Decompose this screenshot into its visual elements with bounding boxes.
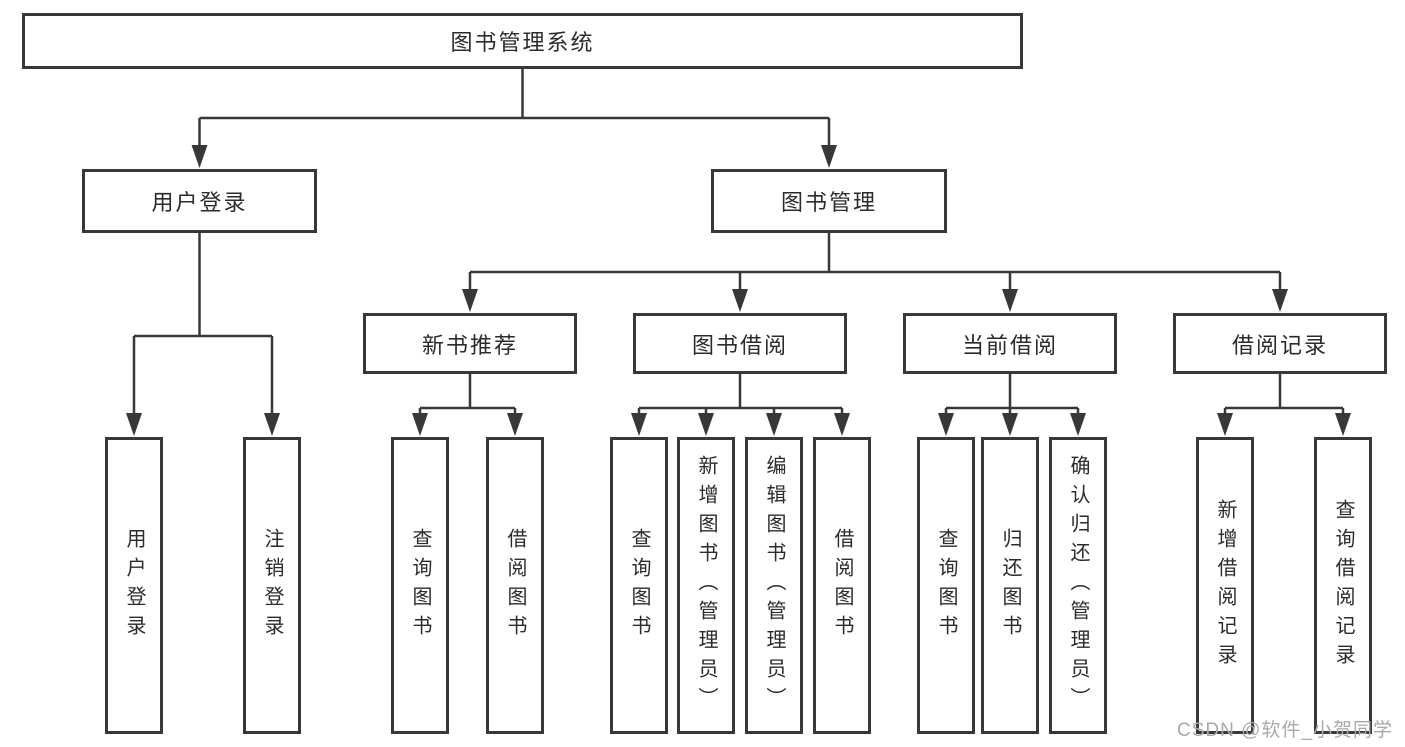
arrow-down-icon (698, 413, 714, 436)
node-new-book-recommendation: 新书推荐 (363, 313, 577, 374)
node-logout: 注销登录 (243, 437, 301, 734)
connector-recommend-to-leaves (418, 374, 517, 420)
node-borrow-books-recommend: 借阅图书 (486, 437, 544, 734)
node-borrowing-records: 借阅记录 (1173, 313, 1387, 374)
node-library-system: 图书管理系统 (22, 13, 1023, 69)
arrow-down-icon (1070, 413, 1086, 436)
arrow-down-icon (938, 413, 954, 436)
arrow-down-icon (507, 413, 523, 436)
node-book-management: 图书管理 (711, 169, 947, 233)
arrow-down-icon (1002, 289, 1018, 312)
connector-records-to-leaves (1223, 374, 1345, 420)
node-query-borrow-record: 查询借阅记录 (1314, 437, 1372, 734)
arrow-down-icon (1217, 413, 1233, 436)
connector-borrowing-to-leaves (637, 374, 844, 420)
arrow-down-icon (821, 145, 837, 168)
arrow-down-icon (264, 413, 280, 436)
connector-root-to-level2 (198, 69, 831, 152)
connector-userlogin-to-leaves (132, 233, 274, 420)
node-book-borrowing: 图书借阅 (633, 313, 847, 374)
arrow-down-icon (834, 413, 850, 436)
arrow-down-icon (126, 413, 142, 436)
node-edit-book-admin: 编辑图书（管理员） (745, 437, 803, 734)
node-borrow-books-borrowing: 借阅图书 (813, 437, 871, 734)
arrow-down-icon (1002, 413, 1018, 436)
arrow-down-icon (462, 289, 478, 312)
node-confirm-return-admin: 确认归还（管理员） (1049, 437, 1107, 734)
node-return-books: 归还图书 (981, 437, 1039, 734)
arrow-down-icon (732, 289, 748, 312)
node-query-books-recommend: 查询图书 (391, 437, 449, 734)
node-user-login-leaf: 用户登录 (105, 437, 163, 734)
arrow-down-icon (1335, 413, 1351, 436)
connector-bookmgmt-to-level3 (468, 233, 1282, 296)
csdn-watermark: CSDN @软件_小贺同学 (1177, 720, 1393, 741)
arrow-down-icon (766, 413, 782, 436)
arrowhead-icons (126, 145, 1351, 436)
arrow-down-icon (1272, 289, 1288, 312)
node-query-books-current: 查询图书 (917, 437, 975, 734)
node-add-borrow-record: 新增借阅记录 (1196, 437, 1254, 734)
node-user-login: 用户登录 (82, 169, 317, 233)
node-add-book-admin: 新增图书（管理员） (677, 437, 735, 734)
arrow-down-icon (631, 413, 647, 436)
node-current-borrowing: 当前借阅 (903, 313, 1117, 374)
node-query-books-borrowing: 查询图书 (610, 437, 668, 734)
arrow-down-icon (191, 145, 208, 168)
arrow-down-icon (412, 413, 428, 436)
